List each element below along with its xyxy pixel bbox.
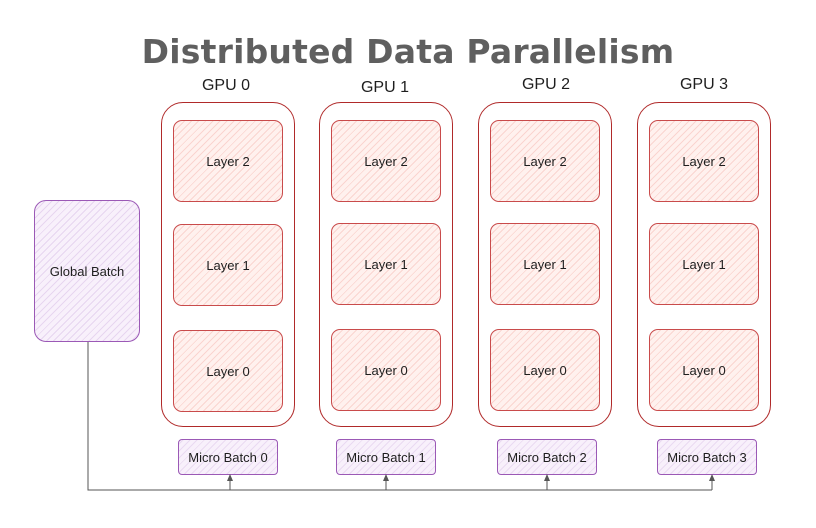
gpu-1-box: Layer 2 Layer 1 Layer 0	[319, 102, 453, 427]
gpu-0-label: GPU 0	[201, 77, 250, 94]
gpu-3-box: Layer 2 Layer 1 Layer 0	[637, 102, 771, 427]
diagram-title: Distributed Data Parallelism	[141, 32, 675, 71]
gpu-2-layer-2: Layer 2	[490, 120, 600, 202]
gpu-0-layer-2: Layer 2	[173, 120, 283, 202]
gpu-0-layer-0: Layer 0	[173, 330, 283, 412]
gpu-2-layer-0: Layer 0	[490, 329, 600, 411]
global-batch-box: Global Batch	[34, 200, 140, 342]
gpu-2-label: GPU 2	[521, 76, 570, 93]
gpu-1-label: GPU 1	[360, 79, 409, 96]
gpu-3-layer-0: Layer 0	[649, 329, 759, 411]
gpu-3-layer-1: Layer 1	[649, 223, 759, 305]
gpu-1-layer-1: Layer 1	[331, 223, 441, 305]
gpu-3-label: GPU 3	[679, 76, 728, 93]
gpu-2-box: Layer 2 Layer 1 Layer 0	[478, 102, 612, 427]
micro-batch-0: Micro Batch 0	[178, 439, 278, 475]
micro-batch-1: Micro Batch 1	[336, 439, 436, 475]
micro-batch-2: Micro Batch 2	[497, 439, 597, 475]
gpu-2-layer-1: Layer 1	[490, 223, 600, 305]
micro-batch-3: Micro Batch 3	[657, 439, 757, 475]
gpu-1-layer-2: Layer 2	[331, 120, 441, 202]
gpu-1-layer-0: Layer 0	[331, 329, 441, 411]
gpu-0-box: Layer 2 Layer 1 Layer 0	[161, 102, 295, 427]
global-batch-connector	[87, 342, 712, 491]
gpu-0-layer-1: Layer 1	[173, 224, 283, 306]
gpu-3-layer-2: Layer 2	[649, 120, 759, 202]
